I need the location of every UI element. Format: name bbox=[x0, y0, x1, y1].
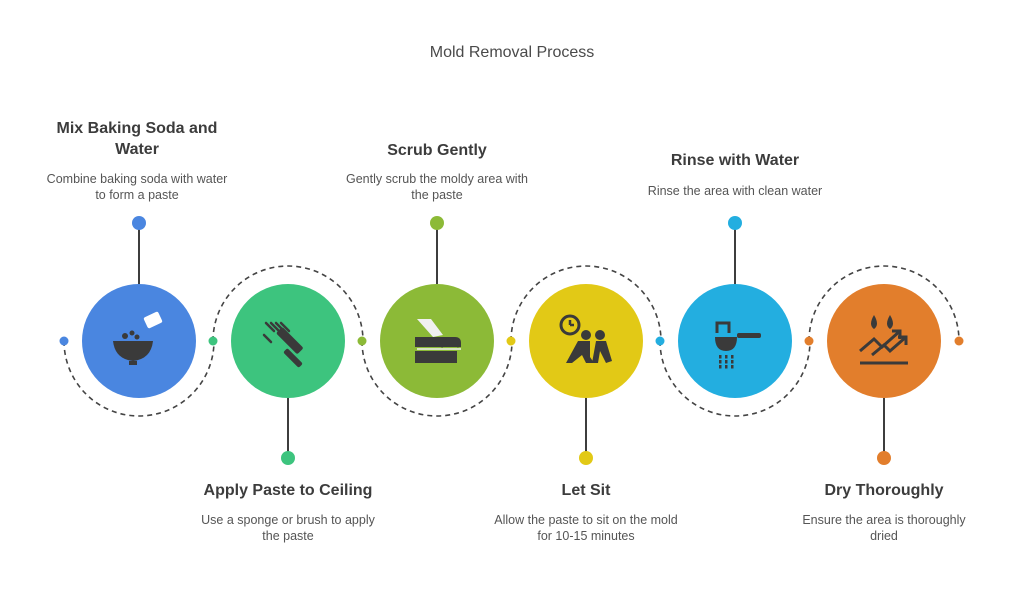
step-4-title: Let Sit bbox=[561, 482, 611, 499]
connector-stems bbox=[132, 216, 891, 465]
shower-rinse-icon bbox=[715, 321, 761, 369]
step-3-arc bbox=[361, 340, 513, 417]
step-1-description: Combine baking soda with water to form a… bbox=[46, 172, 228, 202]
mixing-bowl-icon bbox=[113, 311, 163, 365]
connector-dashes bbox=[59, 265, 964, 417]
step-2-junction-dot bbox=[208, 336, 218, 346]
step-6-junction-dot bbox=[804, 336, 814, 346]
step-6-circle bbox=[827, 284, 941, 398]
step-4-description: Allow the paste to sit on the mold for 1… bbox=[494, 513, 678, 543]
step-5-title: Rinse with Water bbox=[670, 152, 800, 169]
step-1-arc bbox=[63, 340, 215, 417]
step-6-stem-dot bbox=[877, 451, 891, 465]
step-2-arc bbox=[212, 265, 364, 342]
step-2-stem-dot bbox=[281, 451, 295, 465]
step-5-stem-dot bbox=[728, 216, 742, 230]
step-1-junction-dot bbox=[59, 336, 69, 346]
step-3-junction-dot bbox=[357, 336, 367, 346]
step-6-arc bbox=[808, 265, 960, 342]
step-2-description: Use a sponge or brush to apply the paste bbox=[201, 513, 375, 543]
step-3-description: Gently scrub the moldy area with the pas… bbox=[345, 172, 529, 202]
step-2-title: Apply Paste to Ceiling bbox=[203, 482, 373, 499]
end-junction-dot bbox=[954, 336, 964, 346]
waiting-clock-icon bbox=[559, 314, 612, 363]
step-4-stem-dot bbox=[579, 451, 593, 465]
step-4-arc bbox=[510, 265, 662, 342]
step-6-title: Dry Thoroughly bbox=[824, 482, 944, 499]
step-5-description: Rinse the area with clean water bbox=[647, 184, 823, 198]
step-6-description: Ensure the area is thoroughly dried bbox=[802, 513, 966, 543]
step-3-title: Scrub Gently bbox=[387, 142, 487, 159]
step-5-junction-dot bbox=[655, 336, 665, 346]
step-icons bbox=[113, 311, 908, 369]
step-1-stem-dot bbox=[132, 216, 146, 230]
squeegee-icon bbox=[262, 321, 303, 368]
diagram-title: Mold Removal Process bbox=[429, 44, 595, 61]
scrub-brush-icon bbox=[415, 319, 461, 363]
step-4-junction-dot bbox=[506, 336, 516, 346]
step-3-stem-dot bbox=[430, 216, 444, 230]
step-1-title: Mix Baking Soda and Water bbox=[56, 120, 218, 158]
step-5-arc bbox=[659, 340, 811, 417]
drying-icon bbox=[859, 315, 908, 365]
